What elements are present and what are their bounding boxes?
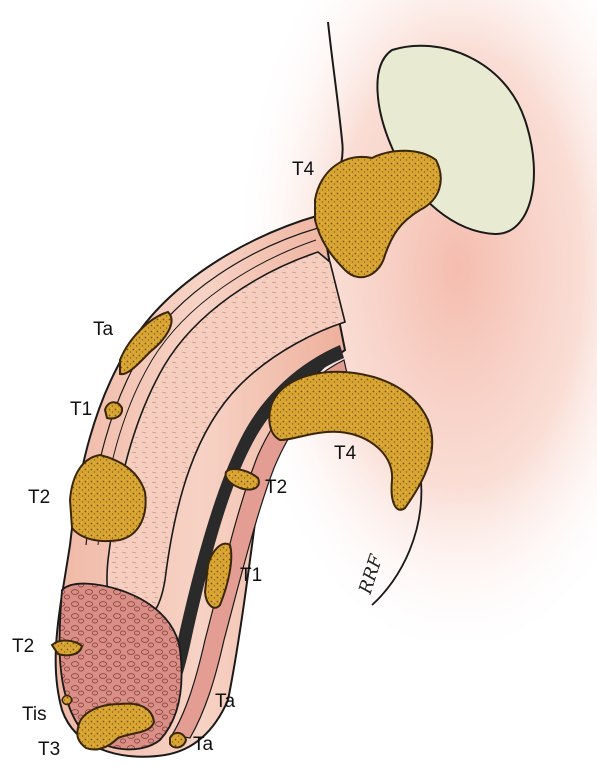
tumor-tis xyxy=(62,696,72,705)
label-t4-lower: T4 xyxy=(334,444,356,463)
label-t2-glans: T2 xyxy=(12,637,34,656)
label-t1-left: T1 xyxy=(70,400,92,419)
tumor-t2-glans xyxy=(52,641,82,656)
tumor-ta-bottom xyxy=(170,733,186,748)
tumor-t1-left xyxy=(105,402,122,418)
label-t4-upper: T4 xyxy=(292,160,314,179)
label-ta-bottom: Ta xyxy=(193,735,213,754)
label-t3: T3 xyxy=(38,740,60,759)
label-tis: Tis xyxy=(22,705,47,724)
label-t2-left: T2 xyxy=(28,488,50,507)
label-ta-meatus: Ta xyxy=(215,692,235,711)
label-t2-inner: T2 xyxy=(265,478,287,497)
label-t1-inner: T1 xyxy=(240,566,262,585)
label-ta-upper: Ta xyxy=(93,320,113,339)
